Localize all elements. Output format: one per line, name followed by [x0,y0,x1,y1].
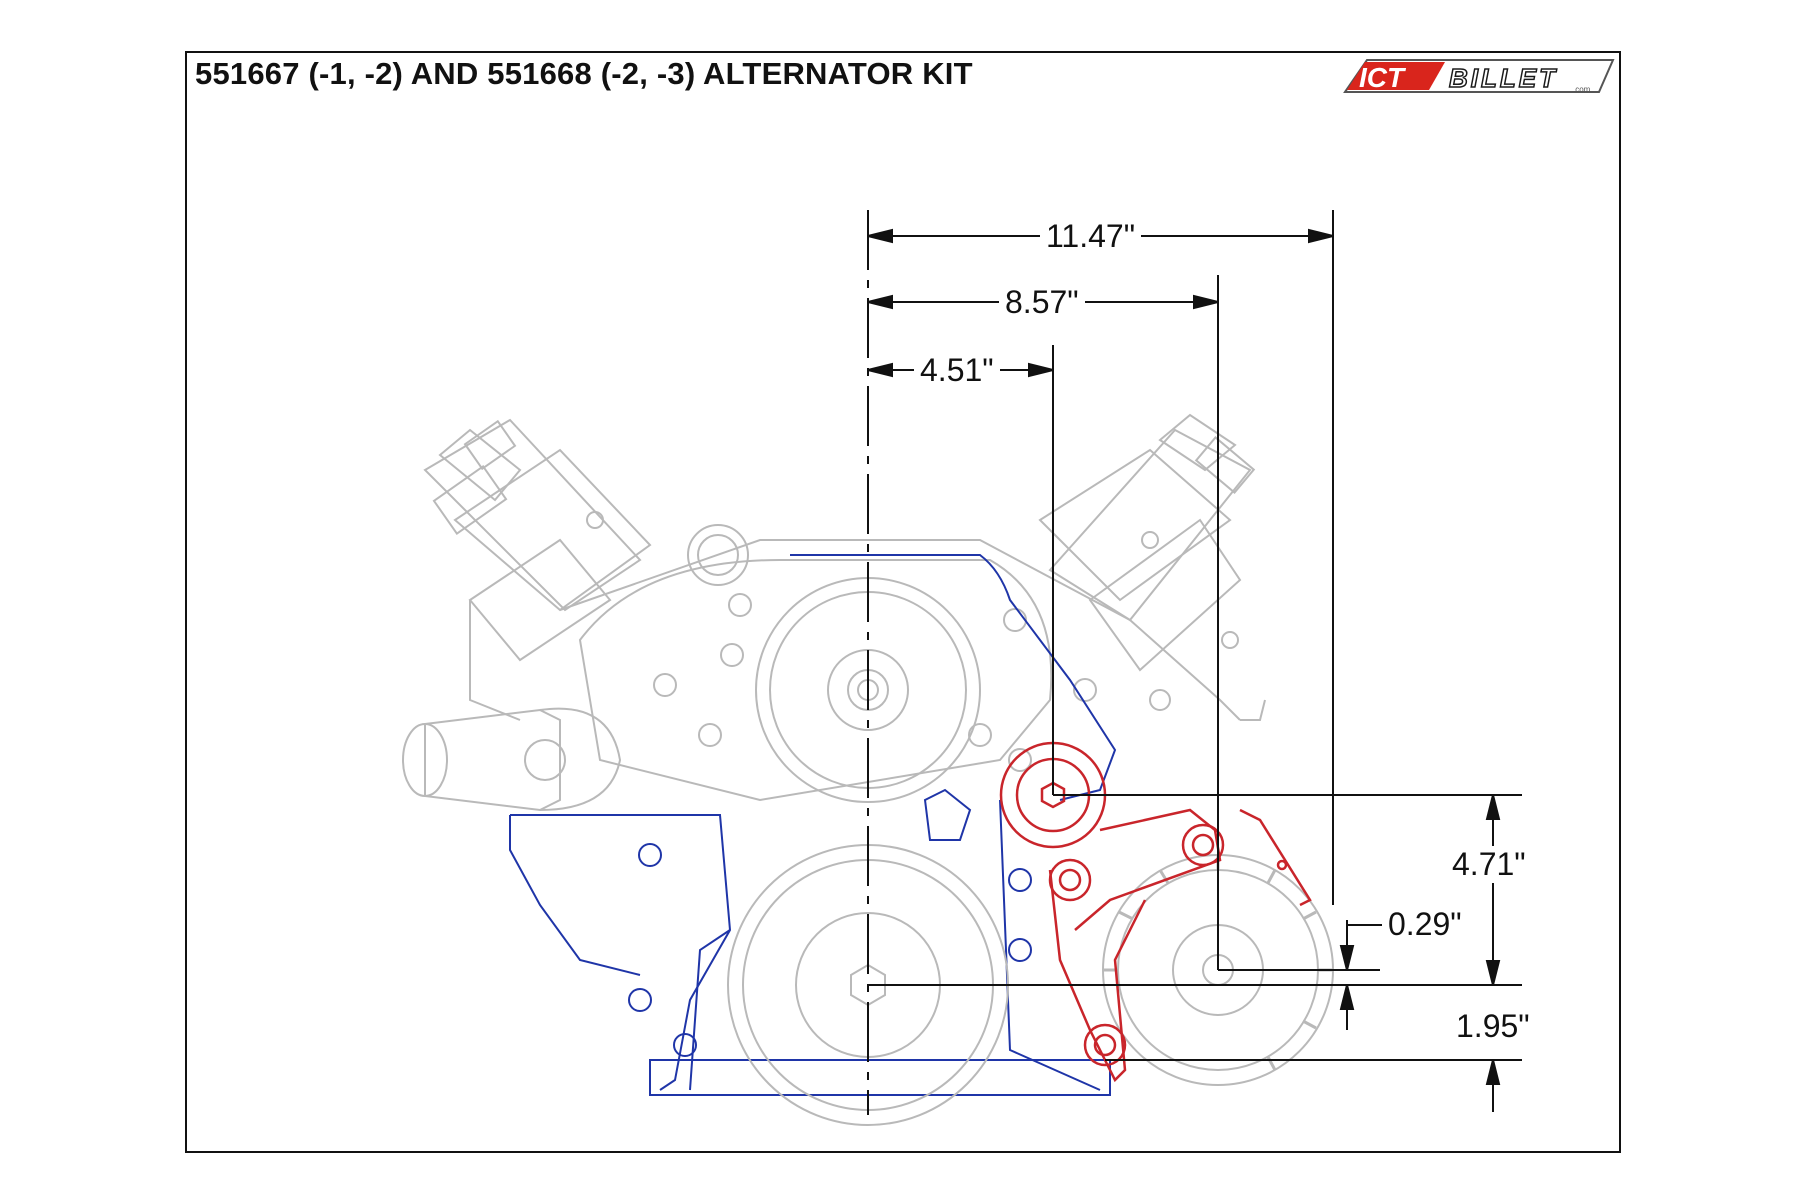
alternator-bracket [999,741,1312,1083]
logo-suffix: .com [1573,85,1591,94]
ict-billet-logo: ICT BILLET .com [1343,59,1615,94]
dimension-4-71: 4.71" [1446,846,1532,883]
engine-block [402,413,1266,812]
dimension-8-57: 8.57" [999,284,1085,321]
timing-cover [509,554,1117,1096]
dimension-4-51: 4.51" [914,352,1000,389]
dimension-11-47: 11.47" [1040,218,1142,255]
logo-brand: ICT [1359,62,1407,93]
logo-word: BILLET [1449,63,1558,93]
drawing-title: 551667 (-1, -2) AND 551668 (-2, -3) ALTE… [195,56,973,91]
dimension-0-29: 0.29" [1382,906,1468,943]
drawing-frame [185,51,1621,1153]
dimension-1-95: 1.95" [1450,1008,1536,1045]
dimension-lines [867,210,1522,1115]
